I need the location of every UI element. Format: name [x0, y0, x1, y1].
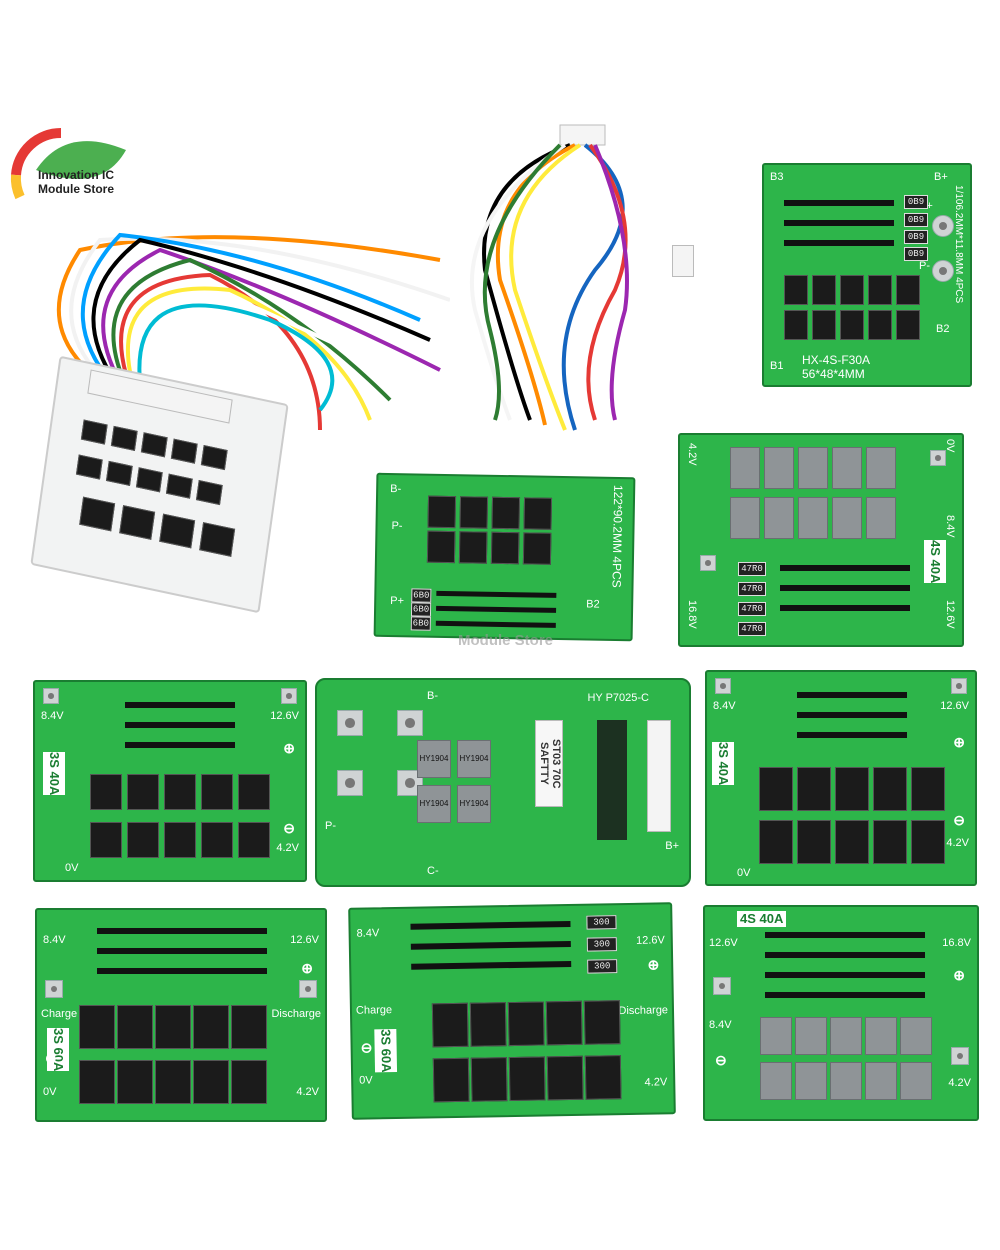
- small-connector: [672, 245, 694, 277]
- minus-mark: ⊖: [953, 812, 965, 828]
- resistor-label: 47R0: [738, 562, 766, 576]
- pin-bplus: B+: [934, 171, 948, 183]
- resistor-label: 47R0: [738, 622, 766, 636]
- volt-label: 0V: [43, 1086, 57, 1098]
- pin-bplus: B+: [665, 840, 679, 852]
- charge-label: Charge: [355, 1004, 393, 1017]
- charge-label: Charge: [41, 1008, 78, 1020]
- plus-mark: ⊕: [953, 734, 965, 750]
- board-model: HY P7025-C: [587, 692, 649, 704]
- volt-label: 8.4V: [709, 1019, 732, 1031]
- board-tag: 3S 40A: [712, 742, 734, 786]
- pin-cminus: C-: [427, 865, 439, 877]
- bms-board-3s-60a-mid: 3S 60A 8.4V 12.6V 4.2V 0V Charge Dischar…: [348, 902, 676, 1120]
- plus-mark: ⊕: [647, 956, 660, 973]
- mosfet: HY1904: [417, 740, 451, 778]
- volt-label: 0V: [65, 862, 79, 874]
- pin-b2: B2: [586, 598, 600, 611]
- mosfet: HY1904: [457, 785, 491, 823]
- volt-label: 12.6V: [709, 937, 738, 949]
- board-tag: 3S 60A: [47, 1028, 69, 1072]
- volt-label: 4.2V: [644, 1076, 668, 1089]
- board-tag: 4S 40A: [737, 911, 787, 927]
- bms-board-4s-40a-top: 4S 40A 4.2V 8.4V 12.6V 16.8V 0V 47R0 47R…: [678, 433, 964, 647]
- volt-label: 8.4V: [43, 934, 66, 946]
- bms-board-3s-60a-left: 3S 60A 8.4V 12.6V 4.2V 0V Charge Dischar…: [35, 908, 327, 1122]
- volt-label: 4.2V: [276, 842, 299, 854]
- board-size: 56*48*4MM: [802, 367, 865, 381]
- bms-board-hx4s: 1/106.2MM*11.8MM 4PCS HX-4S-F30A 56*48*4…: [762, 163, 972, 387]
- mosfet: HY1904: [457, 740, 491, 778]
- volt-label: 12.6V: [290, 934, 319, 946]
- logo-line1: Innovation IC: [38, 168, 114, 182]
- bms-board-hy-center: HY P7025-C B- P- B+ C- HY1904 HY1904 HY1…: [315, 678, 691, 887]
- discharge-label: Discharge: [271, 1008, 321, 1020]
- resistor-label: 47R0: [738, 602, 766, 616]
- volt-label: 0V: [944, 439, 956, 453]
- pin-pplus: P+: [390, 595, 405, 608]
- bms-board-4s-40a-bottom: 4S 40A 12.6V 16.8V 8.4V 4.2V ⊕ ⊖: [703, 905, 979, 1121]
- resistor-label: 47R0: [738, 582, 766, 596]
- board-model: HX-4S-F30A: [802, 353, 871, 367]
- store-logo: Innovation IC Module Store: [6, 125, 131, 210]
- safety-chip: ST03 70C SAFTTY: [535, 720, 563, 807]
- board-tag: 3S 60A: [374, 1029, 398, 1073]
- bms-board-3s-small: 122*90.2MM 4PCS B- P- P+ B2 6B0 6B0 6B0: [373, 472, 636, 642]
- plus-mark: ⊕: [283, 740, 295, 756]
- board-spec: 122*90.2MM 4PCS: [609, 484, 626, 588]
- volt-label: 12.6V: [940, 700, 969, 712]
- minus-mark: ⊖: [283, 820, 295, 836]
- plus-mark: ⊕: [301, 960, 313, 976]
- mosfet: HY1904: [417, 785, 451, 823]
- board-spec: 1/106.2MM*11.8MM 4PCS: [953, 185, 964, 304]
- discharge-label: Discharge: [618, 1004, 669, 1018]
- pin-b2: B2: [936, 323, 950, 335]
- volt-label: 0V: [359, 1074, 373, 1087]
- watermark-text: Module Store: [458, 632, 554, 649]
- volt-label: 4.2V: [946, 837, 969, 849]
- wire-harness-center: [469, 124, 629, 431]
- pin-b1: B1: [770, 360, 784, 372]
- volt-label: 4.2V: [296, 1086, 319, 1098]
- volt-label: 8.4V: [713, 700, 736, 712]
- volt-label: 8.4V: [944, 515, 956, 538]
- volt-label: 4.2V: [686, 443, 698, 466]
- volt-label: 16.8V: [686, 600, 698, 629]
- bms-board-3s-40a-right: 3S 40A 8.4V 12.6V 4.2V 0V ⊕ ⊖: [705, 670, 977, 886]
- wire-connector: [647, 720, 671, 832]
- wire-harness-left: [56, 232, 450, 431]
- bms-board-3s-40a-left: 3S 40A 8.4V 12.6V 4.2V 0V ⊕ ⊖: [33, 680, 307, 882]
- volt-label: 8.4V: [41, 710, 64, 722]
- volt-label: 12.6V: [635, 934, 665, 947]
- pin-bminus: B-: [427, 690, 438, 702]
- volt-label: 16.8V: [942, 937, 971, 949]
- logo-leaf-icon: [10, 127, 126, 200]
- minus-mark: ⊖: [715, 1052, 727, 1068]
- pin-pminus: P-: [325, 820, 336, 832]
- board-tag: 3S 40A: [43, 752, 65, 796]
- volt-label: 0V: [737, 867, 751, 879]
- plus-mark: ⊕: [953, 967, 965, 983]
- logo-line2: Module Store: [38, 182, 115, 196]
- volt-label: 4.2V: [948, 1077, 971, 1089]
- minus-mark: ⊖: [45, 1050, 57, 1066]
- pin-pminus: P-: [391, 520, 403, 533]
- volt-label: 12.6V: [944, 600, 956, 629]
- pin-pminus: P-: [919, 260, 930, 272]
- minus-mark: ⊖: [360, 1039, 373, 1056]
- pin-bminus: B-: [390, 482, 402, 496]
- board-tag: 4S 40A: [924, 540, 946, 584]
- pin-b3: B3: [770, 171, 784, 183]
- volt-label: 12.6V: [270, 710, 299, 722]
- volt-label: 8.4V: [356, 927, 380, 940]
